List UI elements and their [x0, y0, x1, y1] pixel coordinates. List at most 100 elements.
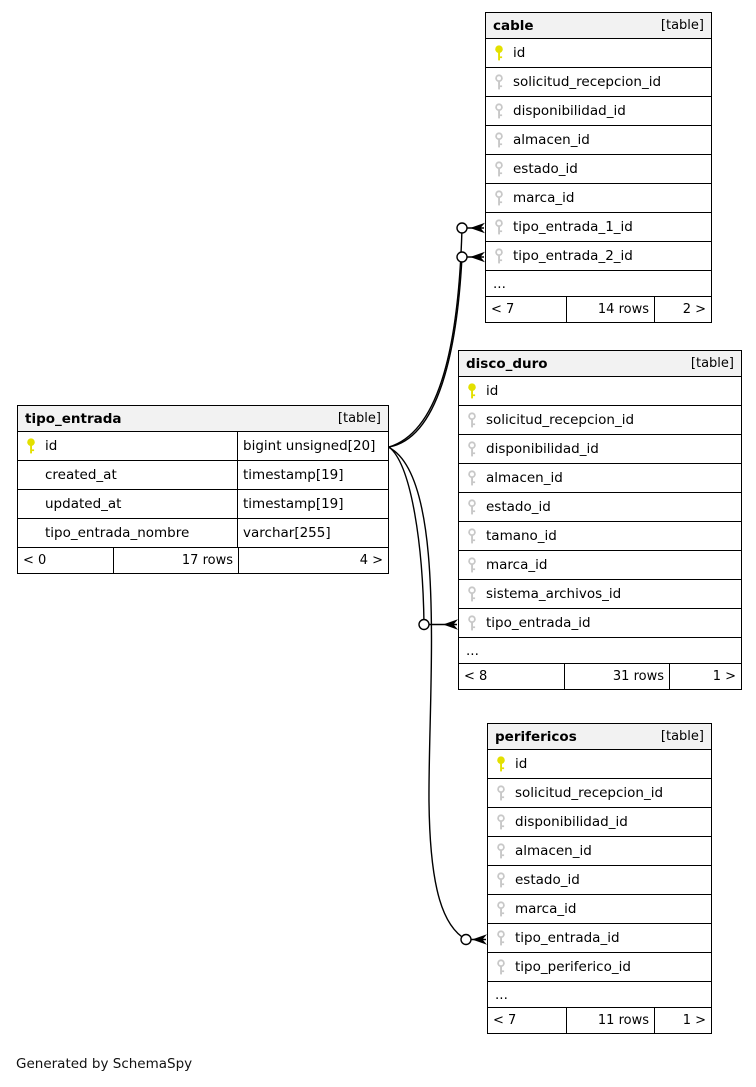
column-name-cell: id: [488, 750, 711, 778]
foreign-key-icon: [496, 930, 506, 946]
column-name: tipo_periferico_id: [515, 959, 631, 975]
table-header[interactable]: cable [table]: [486, 13, 711, 39]
column-rows: id solicitud_recepcion_id disponibilidad_i…: [488, 750, 711, 1008]
primary-key-icon: [467, 383, 477, 399]
table-name[interactable]: cable: [493, 17, 534, 34]
parents-count: 1 >: [669, 664, 741, 689]
column-row-tipo_periferico_id: tipo_periferico_id: [488, 953, 711, 982]
column-row-solicitud_recepcion_id: solicitud_recepcion_id: [486, 68, 711, 97]
column-name: disponibilidad_id: [513, 103, 626, 119]
column-name: disponibilidad_id: [515, 814, 628, 830]
column-name: almacen_id: [513, 132, 590, 148]
column-row-tipo_entrada_id: tipo_entrada_id: [459, 609, 741, 638]
table-disco_duro[interactable]: disco_duro [table] id solicitud_recepcion…: [458, 350, 742, 690]
column-type: varchar[255]: [237, 519, 388, 547]
column-name: marca_id: [486, 557, 548, 573]
column-row-disponibilidad_id: disponibilidad_id: [459, 435, 741, 464]
column-row-estado_id: estado_id: [459, 493, 741, 522]
column-name: updated_at: [45, 496, 122, 512]
column-row-marca_id: marca_id: [488, 895, 711, 924]
foreign-key-icon: [496, 901, 506, 917]
foreign-key-icon: [496, 785, 506, 801]
column-name: estado_id: [486, 499, 551, 515]
column-name: tipo_entrada_nombre: [45, 525, 190, 541]
column-row-estado_id: estado_id: [486, 155, 711, 184]
column-row-disponibilidad_id: disponibilidad_id: [488, 808, 711, 837]
column-name-cell: tipo_entrada_id: [459, 609, 741, 637]
table-header[interactable]: disco_duro [table]: [459, 351, 741, 377]
more-columns-ellipsis: ...: [488, 982, 711, 1008]
column-name: almacen_id: [515, 843, 592, 859]
column-name: solicitud_recepcion_id: [513, 74, 662, 90]
table-type-badge: [table]: [660, 18, 704, 33]
children-count: < 8: [464, 669, 488, 684]
column-name: id: [45, 438, 58, 454]
table-name[interactable]: perifericos: [495, 728, 577, 745]
more-columns-ellipsis: ...: [486, 271, 711, 297]
more-columns-ellipsis: ...: [459, 638, 741, 664]
column-name-cell: id: [459, 377, 741, 405]
foreign-key-icon: [467, 441, 477, 457]
foreign-key-icon: [494, 219, 504, 235]
foreign-key-icon: [467, 557, 477, 573]
foreign-key-icon: [494, 132, 504, 148]
column-row-almacen_id: almacen_id: [459, 464, 741, 493]
column-name-cell: tipo_entrada_id: [488, 924, 711, 952]
row-count: 17 rows: [113, 548, 238, 573]
column-row-tipo_entrada_1_id: tipo_entrada_1_id: [486, 213, 711, 242]
column-name-cell: marca_id: [486, 184, 711, 212]
column-name-cell: marca_id: [459, 551, 741, 579]
column-name: solicitud_recepcion_id: [515, 785, 664, 801]
column-name: solicitud_recepcion_id: [486, 412, 635, 428]
column-row-tipo_entrada_nombre: tipo_entrada_nombre varchar[255]: [18, 519, 388, 548]
relationship-arrow-cable-1: [470, 222, 485, 234]
column-row-updated_at: updated_at timestamp[19]: [18, 490, 388, 519]
foreign-key-icon: [467, 412, 477, 428]
table-header[interactable]: tipo_entrada [table]: [18, 406, 388, 432]
children-count: < 0: [23, 553, 47, 568]
column-name: disponibilidad_id: [486, 441, 599, 457]
primary-key-icon: [494, 45, 504, 61]
column-rows: id solicitud_recepcion_id disponibilidad_i…: [486, 39, 711, 297]
foreign-key-icon: [494, 161, 504, 177]
column-row-solicitud_recepcion_id: solicitud_recepcion_id: [459, 406, 741, 435]
column-name-cell: id: [486, 39, 711, 67]
primary-key-icon: [496, 756, 506, 772]
foreign-key-icon: [496, 814, 506, 830]
table-name[interactable]: tipo_entrada: [25, 410, 122, 427]
column-name: tipo_entrada_id: [515, 930, 620, 946]
table-perifericos[interactable]: perifericos [table] id solicitud_recepcio…: [487, 723, 712, 1034]
foreign-key-icon: [467, 615, 477, 631]
foreign-key-icon: [467, 470, 477, 486]
table-header[interactable]: perifericos [table]: [488, 724, 711, 750]
column-name-cell: tipo_entrada_1_id: [486, 213, 711, 241]
column-name-cell: id: [18, 432, 237, 460]
relationship-arrow-cable-2: [470, 251, 485, 263]
no-key-spacer: [26, 525, 36, 541]
column-name: id: [513, 45, 526, 61]
column-name-cell: disponibilidad_id: [459, 435, 741, 463]
column-row-id: id: [486, 39, 711, 68]
column-rows: id solicitud_recepcion_id disponibilidad_i…: [459, 377, 741, 664]
column-name: estado_id: [513, 161, 578, 177]
column-name-cell: almacen_id: [486, 126, 711, 154]
column-type: timestamp[19]: [237, 490, 388, 518]
table-tipo_entrada[interactable]: tipo_entrada [table] id bigint unsigned[2…: [17, 405, 389, 574]
relationship-dot-cable-1: [456, 222, 468, 234]
foreign-key-icon: [496, 843, 506, 859]
no-key-spacer: [26, 496, 36, 512]
column-row-solicitud_recepcion_id: solicitud_recepcion_id: [488, 779, 711, 808]
column-name-cell: almacen_id: [459, 464, 741, 492]
column-type: bigint unsigned[20]: [237, 432, 388, 460]
column-row-disponibilidad_id: disponibilidad_id: [486, 97, 711, 126]
parents-count: 4 >: [238, 548, 388, 573]
column-name-cell: tamano_id: [459, 522, 741, 550]
column-name-cell: estado_id: [488, 866, 711, 894]
column-name-cell: sistema_archivos_id: [459, 580, 741, 608]
relationship-line-perifericos: [388, 446, 467, 941]
column-name-cell: marca_id: [488, 895, 711, 923]
table-name[interactable]: disco_duro: [466, 355, 548, 372]
column-name: tipo_entrada_id: [486, 615, 591, 631]
